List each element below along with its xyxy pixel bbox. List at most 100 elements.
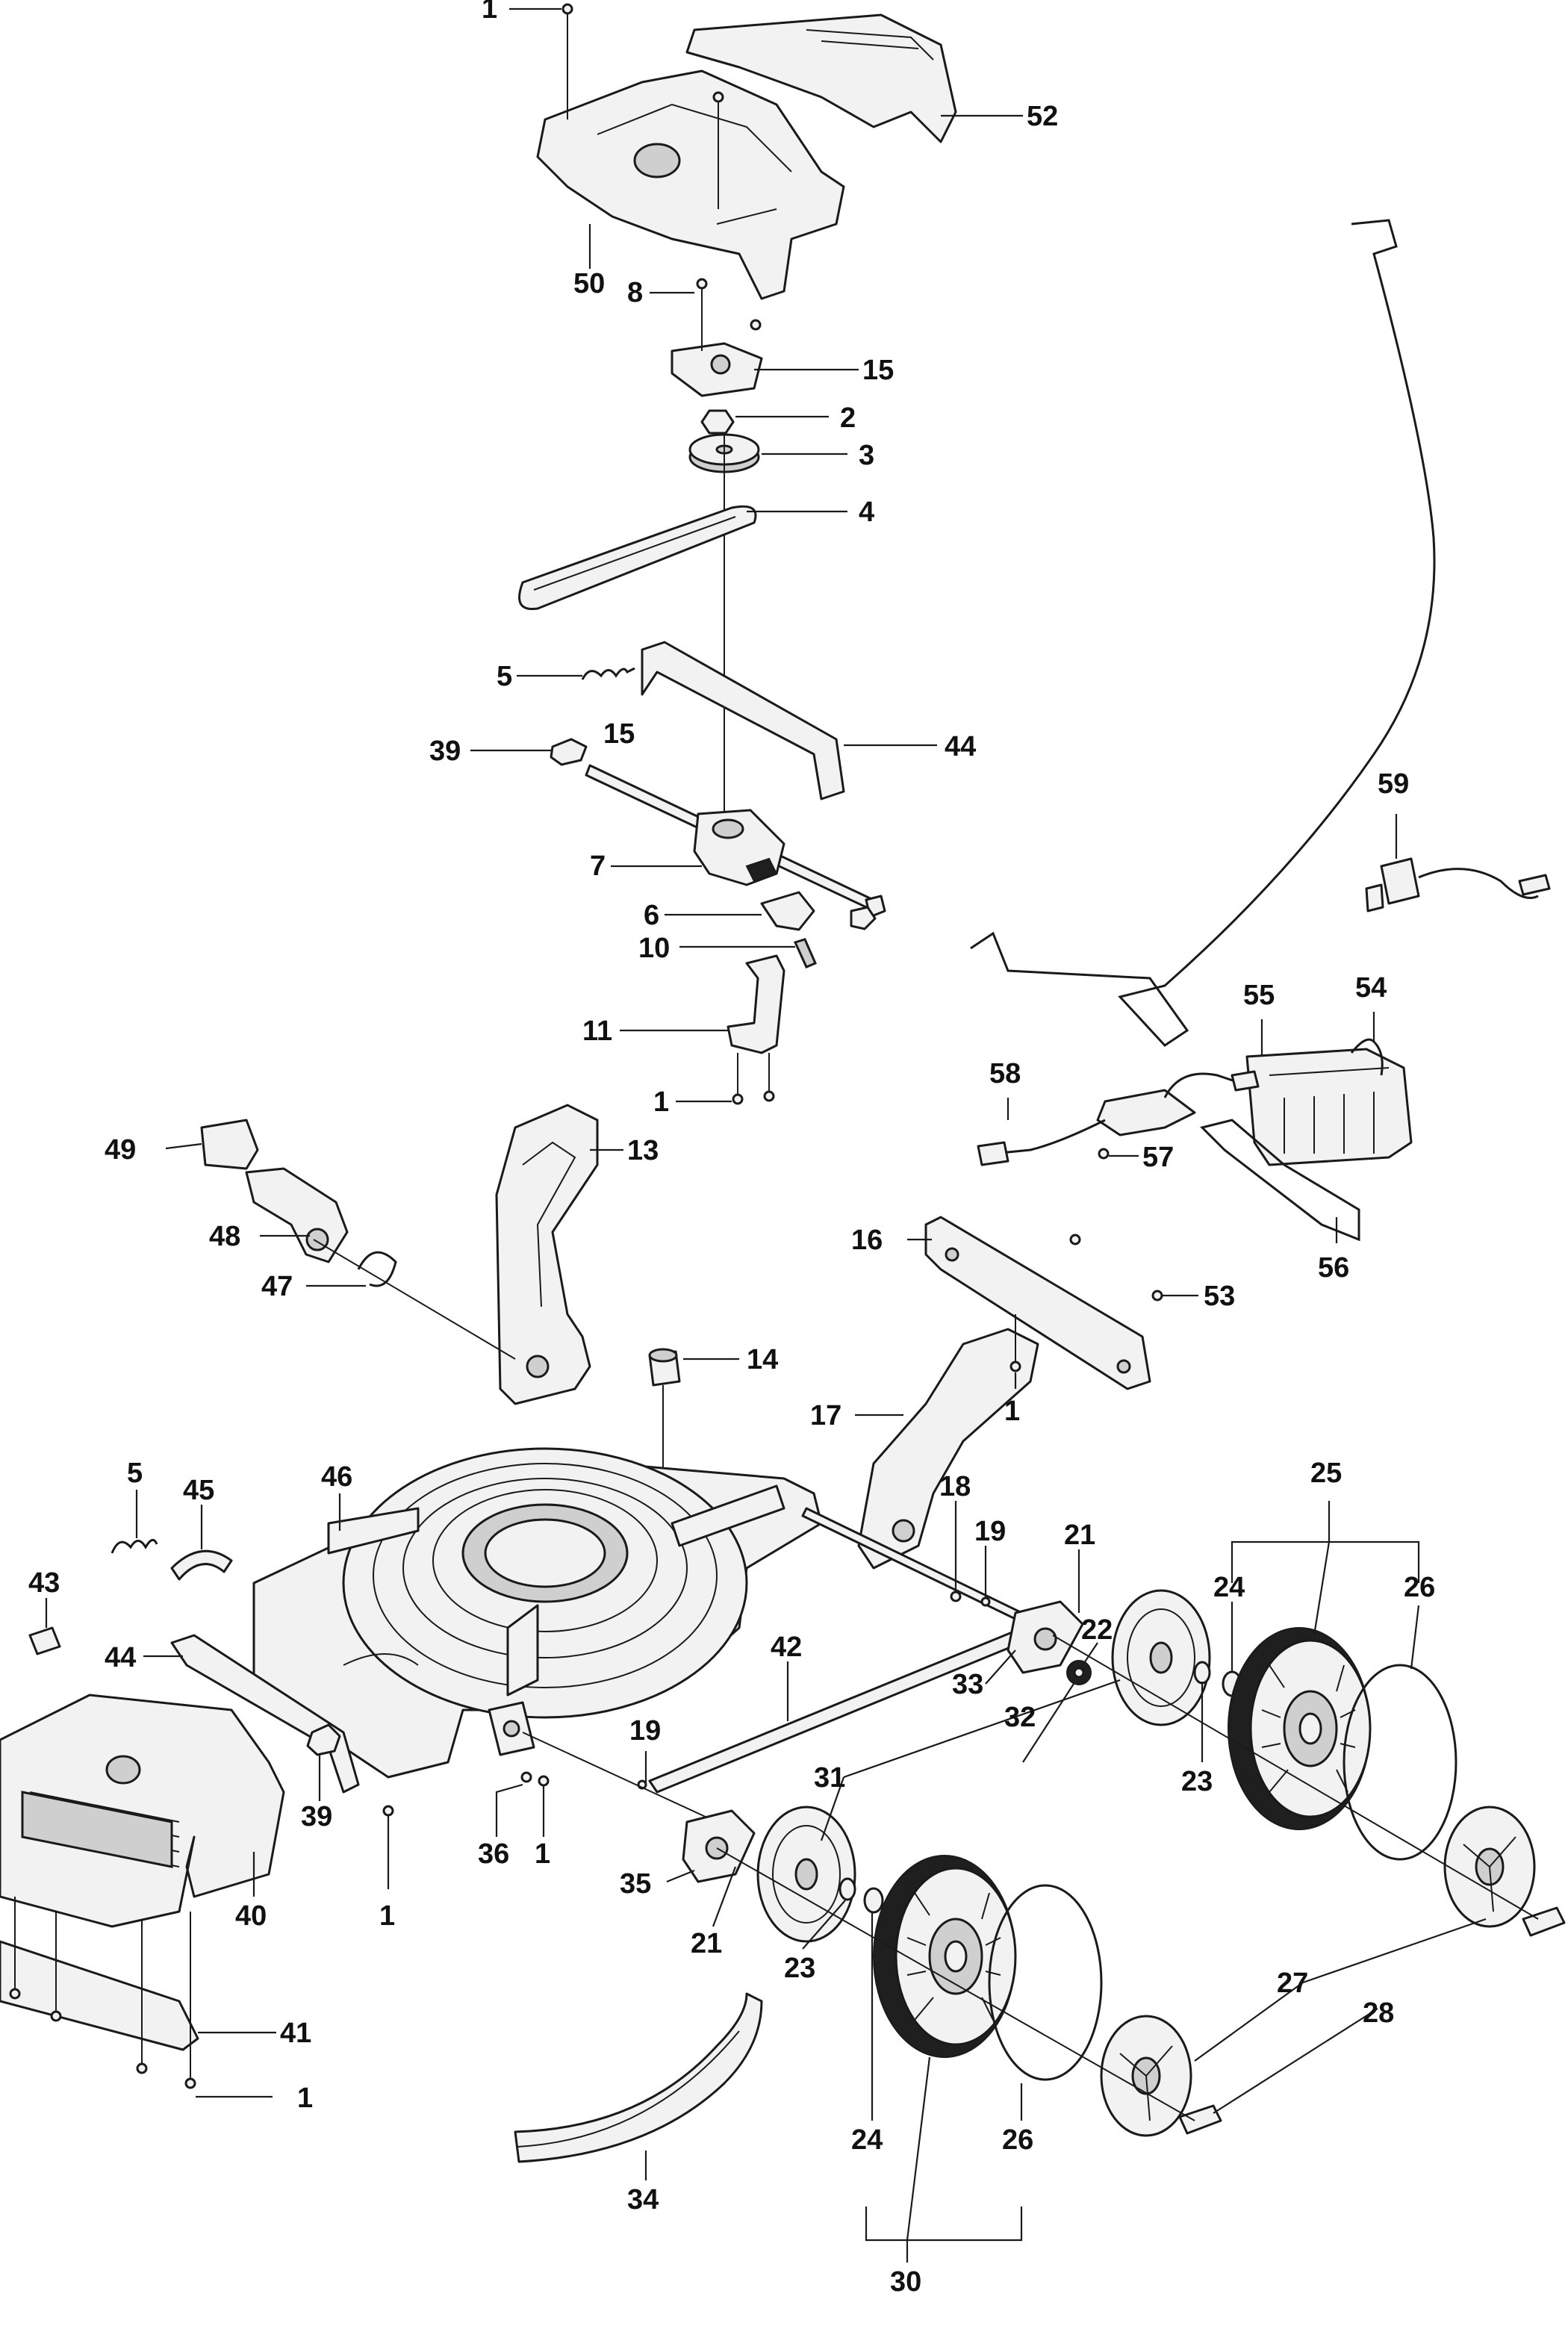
screw-53 (1151, 1290, 1163, 1302)
wheel-25 (1228, 1627, 1372, 1830)
screw-cover (712, 91, 724, 103)
clip-45 (170, 1549, 233, 1581)
callout-39: 39 (429, 736, 461, 767)
frame-56 (1200, 1119, 1360, 1242)
callout-1: 1 (535, 1838, 550, 1870)
washer-23b (839, 1877, 856, 1901)
spring-5-upper (581, 667, 635, 680)
callout-25: 25 (1310, 1458, 1342, 1489)
callout-28: 28 (1363, 1997, 1394, 2029)
top-cover-52 (685, 13, 957, 143)
callout-15: 15 (603, 718, 635, 750)
spring-5-lower (111, 1538, 158, 1554)
screw-1-c (1009, 1361, 1021, 1372)
callout-22: 22 (1081, 1614, 1113, 1646)
cable-59-long (970, 219, 1436, 1047)
callout-57: 57 (1142, 1142, 1174, 1173)
strip-34 (514, 1992, 763, 2163)
bracket-15-upper (671, 278, 763, 397)
callout-11: 11 (582, 1016, 612, 1047)
nut-2 (700, 409, 735, 435)
knob-14 (648, 1348, 681, 1387)
callout-23: 23 (784, 1953, 815, 1984)
callout-17: 17 (810, 1400, 841, 1431)
screw-41a (9, 1988, 21, 2000)
callout-6: 6 (644, 900, 659, 931)
callout-18: 18 (939, 1471, 971, 1502)
callout-59: 59 (1378, 768, 1409, 800)
callout-56: 56 (1318, 1252, 1349, 1284)
callout-58: 58 (989, 1058, 1021, 1089)
callout-53: 53 (1204, 1281, 1235, 1312)
callout-32: 32 (1004, 1702, 1036, 1733)
callout-16: 16 (851, 1225, 883, 1256)
nut-39-lower (306, 1723, 341, 1756)
tyre-ring-26b (988, 1884, 1103, 2081)
nut-gearbox (850, 906, 877, 930)
drive-belt-4 (518, 505, 757, 611)
screw-41b (50, 2010, 62, 2022)
callout-8: 8 (627, 277, 643, 308)
screw-16 (1069, 1234, 1081, 1246)
bar-44-upper (641, 641, 845, 800)
handle-bracket-13 (495, 1104, 599, 1405)
callout-49: 49 (105, 1134, 136, 1166)
callout-14: 14 (747, 1344, 778, 1375)
callout-47: 47 (261, 1271, 293, 1302)
callout-1: 1 (653, 1086, 669, 1118)
callout-23: 23 (1181, 1766, 1213, 1797)
bolt-28a (1522, 1906, 1566, 1937)
callout-44: 44 (105, 1642, 136, 1673)
callout-15: 15 (862, 355, 894, 386)
cap-43 (28, 1626, 61, 1655)
callout-21: 21 (691, 1928, 722, 1959)
callout-26: 26 (1002, 2124, 1033, 2156)
callout-5: 5 (497, 661, 512, 692)
callout-41: 41 (280, 2018, 311, 2049)
callout-46: 46 (321, 1461, 352, 1493)
callout-33: 33 (952, 1669, 983, 1700)
deck-46 (252, 1447, 823, 1779)
callout-26: 26 (1404, 1572, 1435, 1603)
screw-1-b (732, 1093, 744, 1105)
callout-45: 45 (183, 1475, 214, 1506)
callout-3: 3 (859, 440, 874, 471)
module-58 (977, 1070, 1260, 1166)
skirt-41 (0, 1940, 199, 2051)
hubcap-27a (1443, 1806, 1536, 1928)
callout-13: 13 (627, 1135, 659, 1166)
callout-7: 7 (590, 851, 606, 882)
screw-1-top (561, 3, 573, 15)
callout-1: 1 (379, 1900, 395, 1932)
callout-34: 34 (627, 2184, 659, 2215)
screw-1-f (184, 2077, 196, 2089)
handle-bracket-17 (857, 1328, 1039, 1570)
callout-1: 1 (297, 2083, 313, 2114)
bearing-housing-35 (682, 1809, 756, 1883)
pin-10 (793, 938, 817, 968)
cap-49 (200, 1119, 259, 1170)
screw-41c (136, 2062, 148, 2074)
battery-55 (1245, 1048, 1413, 1166)
pin-19a (980, 1596, 991, 1607)
callout-24: 24 (1213, 1572, 1245, 1603)
hub-31-front (756, 1806, 856, 1943)
screw-1-e (382, 1805, 394, 1817)
washer-24b (863, 1887, 884, 1914)
wheel-30 (873, 1855, 1017, 2058)
hub-31-rear (1111, 1589, 1211, 1726)
callout-44: 44 (945, 731, 976, 762)
callout-1: 1 (482, 0, 497, 25)
bearing-housing-33 (1007, 1600, 1084, 1674)
screw-1-b2 (763, 1090, 775, 1102)
callout-21: 21 (1064, 1520, 1095, 1551)
callout-35: 35 (620, 1868, 651, 1900)
callout-30: 30 (890, 2266, 921, 2298)
callout-1: 1 (1004, 1396, 1020, 1427)
leader-lines (45, 7, 1487, 2263)
main-cover-50 (536, 69, 845, 300)
callout-10: 10 (638, 933, 670, 964)
callout-43: 43 (28, 1567, 60, 1599)
callout-labels: 1 52 50 8 15 2 3 4 5 15 39 44 7 6 10 11 … (28, 0, 1435, 2298)
